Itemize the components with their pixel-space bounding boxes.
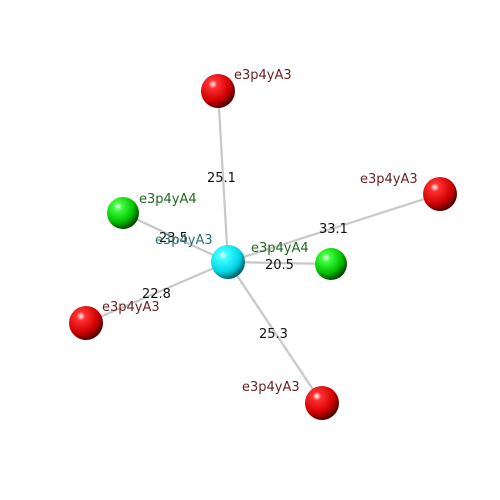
ligand-atom-5[interactable] xyxy=(305,386,339,420)
ligand-atom-label-4: e3p4yA3 xyxy=(102,300,160,315)
distance-label-3: 20.5 xyxy=(265,258,294,273)
ligand-atom-1[interactable] xyxy=(423,177,457,211)
ligand-atom-2[interactable] xyxy=(107,197,139,229)
distance-label-5: 25.3 xyxy=(259,327,288,342)
bond-1 xyxy=(226,192,442,264)
distance-label-2: 23.5 xyxy=(159,231,188,246)
center-atom-label: e3p4yA3 xyxy=(155,233,213,248)
ligand-atom-label-1: e3p4yA3 xyxy=(360,172,418,187)
ligand-atom-label-2: e3p4yA4 xyxy=(139,192,197,207)
ligand-atom-label-5: e3p4yA3 xyxy=(242,380,300,395)
bond-3 xyxy=(226,260,333,266)
bond-2 xyxy=(121,211,230,264)
distance-label-1: 33.1 xyxy=(319,222,348,237)
atoms-layer xyxy=(69,74,457,420)
ligand-atom-label-0: e3p4yA3 xyxy=(234,68,292,83)
ligand-atom-0[interactable] xyxy=(201,74,235,108)
distance-label-4: 22.8 xyxy=(142,287,171,302)
bonds-layer xyxy=(84,89,442,405)
ligand-atom-label-3: e3p4yA4 xyxy=(251,241,309,256)
distance-label-0: 25.1 xyxy=(207,171,236,186)
atom-labels-layer: e3p4yA3 e3p4yA3 e3p4yA4 e3p4yA4 e3p4yA3 … xyxy=(102,68,418,395)
ligand-atom-3[interactable] xyxy=(315,248,347,280)
distance-labels-layer: 25.1 33.1 23.5 20.5 22.8 25.3 xyxy=(142,171,348,342)
bond-0 xyxy=(216,89,230,264)
ligand-atom-4[interactable] xyxy=(69,306,103,340)
bond-4 xyxy=(84,260,230,325)
center-atom[interactable] xyxy=(211,245,245,279)
bond-5 xyxy=(226,260,324,405)
